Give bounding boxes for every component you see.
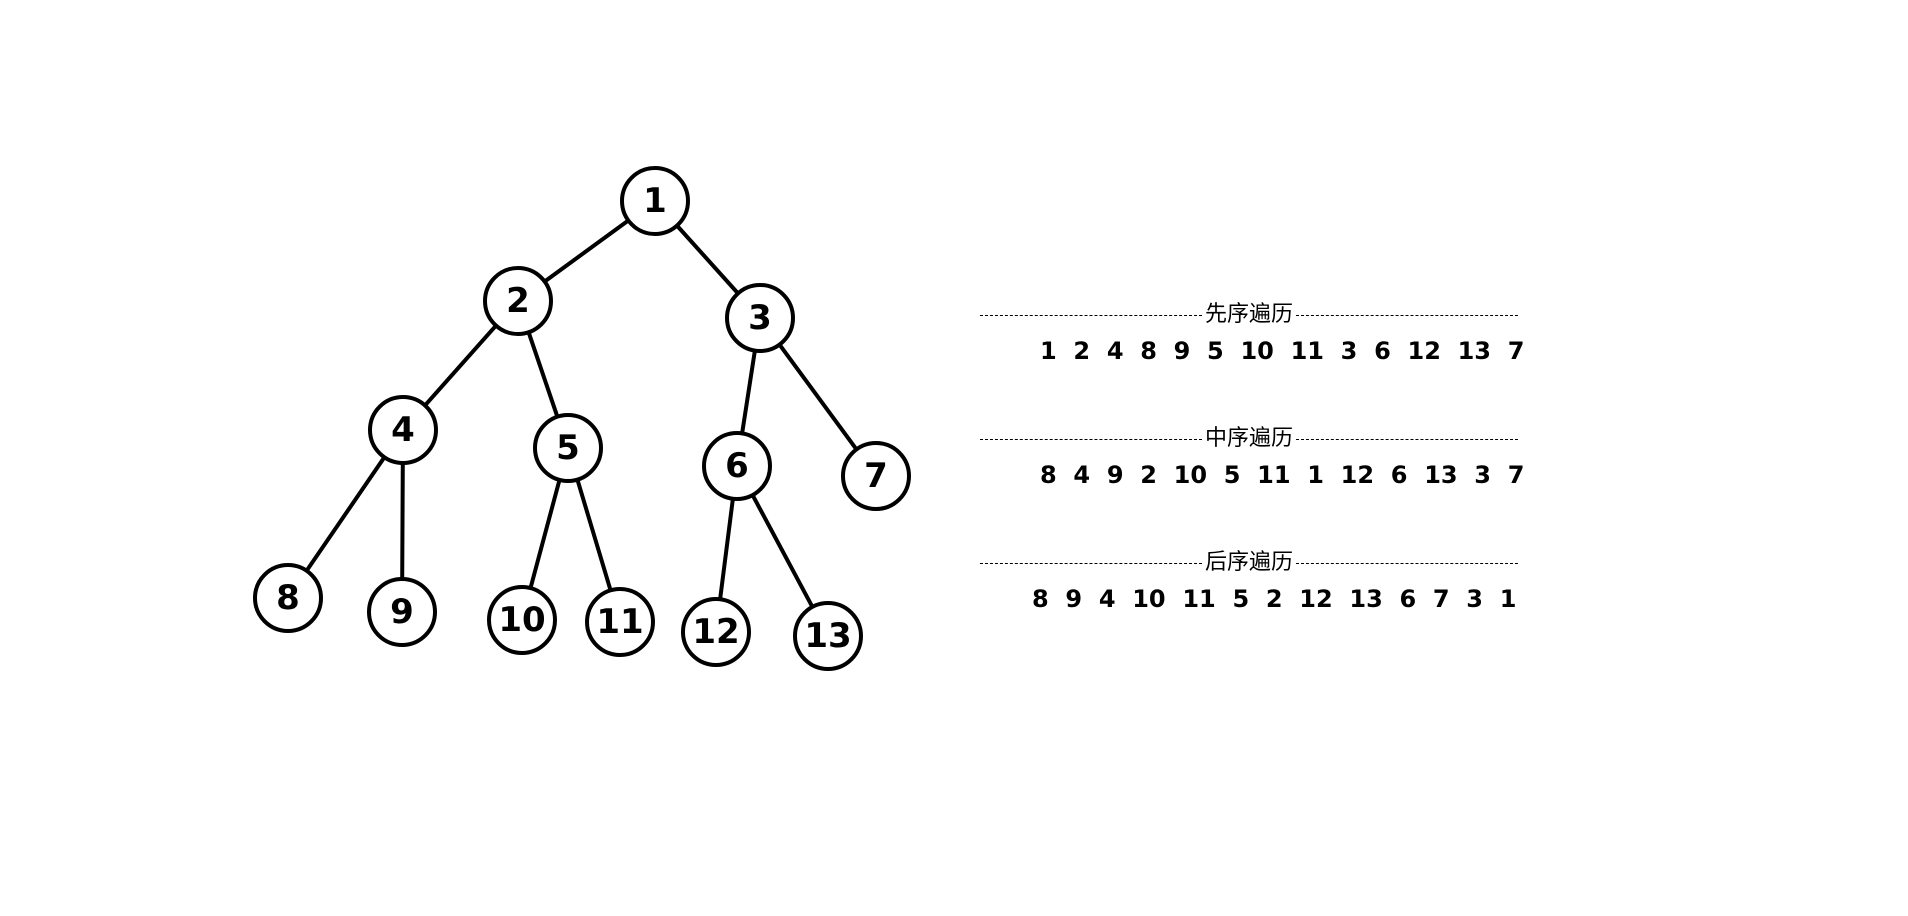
tree-edge-3-7 — [777, 342, 859, 452]
inorder-header: 中序遍历 — [980, 424, 1519, 454]
tree-edge-1-2 — [542, 218, 631, 284]
preorder-header: 先序遍历 — [980, 300, 1519, 330]
tree-edge-2-5 — [526, 330, 560, 419]
tree-node-6: 6 — [702, 431, 772, 501]
preorder-title: 先序遍历 — [1205, 302, 1294, 327]
tree-node-circle — [367, 577, 437, 647]
tree-node-circle — [533, 413, 603, 483]
tree-node-label: 7 — [864, 456, 888, 496]
tree-node-label: 1 — [643, 181, 667, 221]
dashed-divider-right — [1296, 562, 1519, 564]
tree-node-circle — [253, 563, 323, 633]
tree-edge-5-11 — [575, 477, 613, 593]
tree-edge-6-13 — [750, 493, 815, 609]
tree-node-circle — [585, 587, 655, 657]
postorder-title: 后序遍历 — [1205, 550, 1294, 575]
tree-node-label: 11 — [596, 602, 643, 642]
tree-node-circle — [681, 597, 751, 667]
tree-node-11: 11 — [585, 587, 655, 657]
tree-node-label: 13 — [804, 616, 851, 656]
tree-node-label: 4 — [391, 410, 415, 450]
tree-node-label: 12 — [692, 612, 739, 652]
postorder-sequence: 8 9 4 10 11 5 2 12 13 6 7 3 1 — [1032, 585, 1517, 613]
tree-edge-5-10 — [528, 477, 562, 591]
tree-edges — [304, 218, 859, 609]
tree-node-label: 8 — [276, 578, 300, 618]
tree-node-circle — [725, 283, 795, 353]
dashed-divider-right — [1296, 438, 1519, 440]
dashed-divider-left — [980, 314, 1202, 316]
tree-node-5: 5 — [533, 413, 603, 483]
inorder-traversal: 中序遍历 8 4 9 2 10 5 11 1 12 6 13 3 7 — [980, 424, 1525, 490]
inorder-title: 中序遍历 — [1205, 426, 1294, 451]
tree-node-3: 3 — [725, 283, 795, 353]
tree-node-7: 7 — [841, 441, 911, 511]
tree-node-label: 2 — [506, 281, 530, 321]
tree-node-label: 5 — [556, 428, 580, 468]
tree-node-circle — [841, 441, 911, 511]
inorder-sequence: 8 4 9 2 10 5 11 1 12 6 13 3 7 — [1040, 461, 1525, 489]
postorder-header: 后序遍历 — [980, 548, 1519, 578]
tree-node-label: 3 — [748, 298, 772, 338]
tree-edge-4-8 — [304, 455, 387, 573]
tree-node-8: 8 — [253, 563, 323, 633]
postorder-traversal: 后序遍历 8 9 4 10 11 5 2 12 13 6 7 3 1 — [980, 548, 1519, 614]
dashed-divider-left — [980, 562, 1202, 564]
preorder-traversal: 先序遍历 1 2 4 8 9 5 10 11 3 6 12 13 7 — [980, 300, 1525, 366]
tree-node-4: 4 — [368, 395, 438, 465]
tree-edge-6-12 — [718, 496, 735, 602]
dashed-divider-left — [980, 438, 1202, 440]
tree-node-1: 1 — [620, 166, 690, 236]
tree-node-circle — [483, 266, 553, 336]
tree-edge-2-4 — [423, 323, 498, 408]
tree-node-circle — [368, 395, 438, 465]
tree-node-label: 9 — [390, 592, 414, 632]
preorder-sequence: 1 2 4 8 9 5 10 11 3 6 12 13 7 — [1040, 337, 1525, 365]
tree-edge-3-6 — [740, 348, 757, 436]
tree-edge-4-9 — [400, 461, 405, 581]
tree-node-label: 10 — [498, 600, 545, 640]
tree-node-9: 9 — [367, 577, 437, 647]
tree-node-circle — [793, 601, 863, 671]
tree-node-10: 10 — [487, 585, 557, 655]
dashed-divider-right — [1296, 314, 1519, 316]
tree-node-circle — [702, 431, 772, 501]
tree-node-label: 6 — [725, 446, 749, 486]
tree-node-circle — [487, 585, 557, 655]
tree-edge-1-3 — [675, 223, 740, 296]
tree-node-13: 13 — [793, 601, 863, 671]
tree-node-12: 12 — [681, 597, 751, 667]
tree-node-2: 2 — [483, 266, 553, 336]
tree-node-circle — [620, 166, 690, 236]
